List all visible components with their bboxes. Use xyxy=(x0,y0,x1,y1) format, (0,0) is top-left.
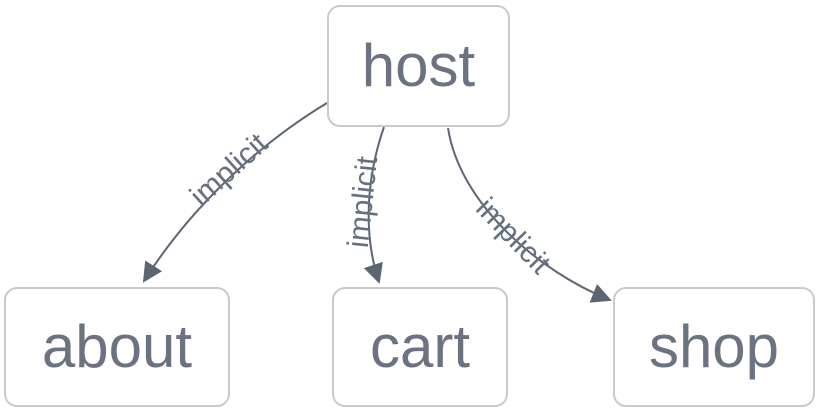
edge-host-shop xyxy=(447,127,612,303)
node-host-label: host xyxy=(361,32,476,99)
node-about: about xyxy=(4,287,230,407)
edge-label-host-about: implicit xyxy=(184,127,275,213)
node-cart: cart xyxy=(332,287,508,407)
node-cart-label: cart xyxy=(369,313,471,380)
node-shop-label: shop xyxy=(648,313,780,380)
edge-host-about xyxy=(142,102,328,283)
node-shop: shop xyxy=(613,287,815,407)
edge-label-host-cart: implicit xyxy=(342,154,384,249)
edge-label-host-shop: implicit xyxy=(469,192,557,281)
node-about-label: about xyxy=(41,313,193,380)
edge-host-cart xyxy=(363,126,385,284)
node-host: host xyxy=(327,5,510,127)
